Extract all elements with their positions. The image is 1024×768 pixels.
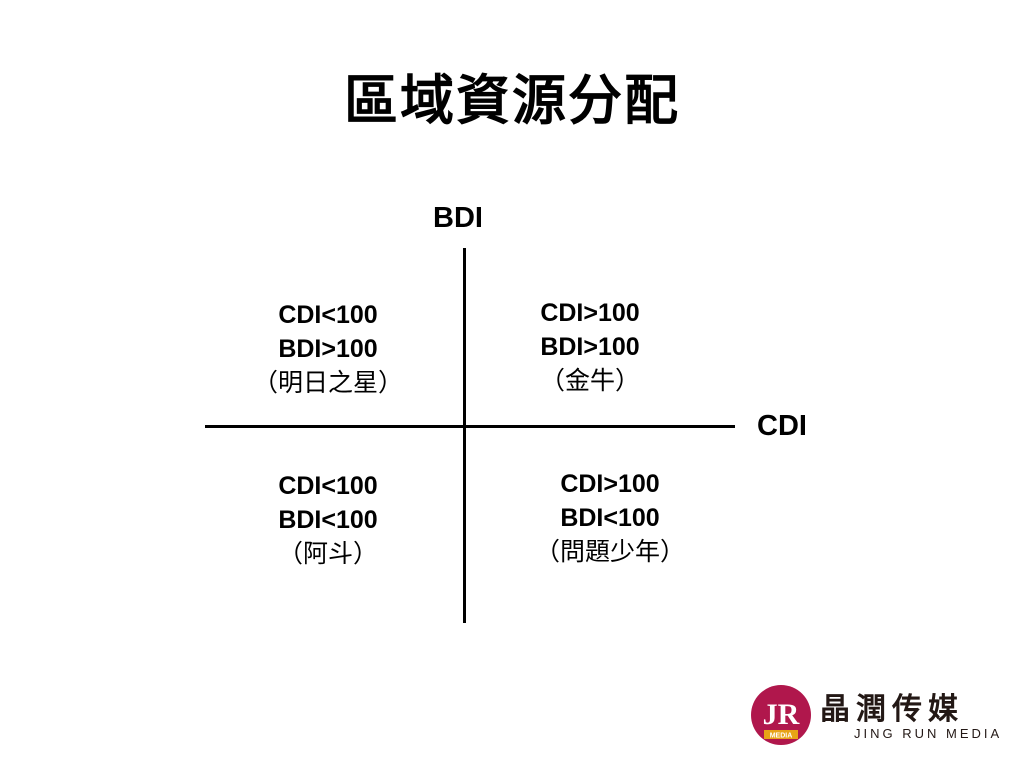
page-title: 區域資源分配 [344,69,680,132]
quadrant-bdi-condition: BDI>100 [540,333,640,361]
company-logo: JR MEDIA 晶潤传媒 JING RUN MEDIA [748,680,1018,750]
vertical-axis-label: BDI [433,202,483,234]
vertical-axis [463,248,466,623]
horizontal-axis-label: CDI [757,410,807,442]
logo-mark-text: JR [763,698,800,731]
quadrant-top-left: CDI<100 BDI>100 （明日之星） [208,298,448,400]
quadrant-bdi-condition: BDI>100 [278,335,378,363]
quadrant-bottom-right: CDI>100 BDI<100 （問題少年） [490,467,730,569]
quadrant-bottom-left: CDI<100 BDI<100 （阿斗） [208,469,448,571]
quadrant-bdi-condition: BDI<100 [560,504,660,532]
quadrant-top-right: CDI>100 BDI>100 （金牛） [470,296,710,398]
quadrant-cdi-condition: CDI>100 [540,299,640,327]
quadrant-cdi-condition: CDI<100 [278,301,378,329]
quadrant-name: （阿斗） [277,539,378,568]
quadrant-name: （問題少年） [534,537,685,566]
quadrant-cdi-condition: CDI>100 [560,470,660,498]
logo-mark-subtext: MEDIA [770,733,793,740]
quadrant-bdi-condition: BDI<100 [278,506,378,534]
quadrant-name: （明日之星） [252,368,403,397]
quadrant-cdi-condition: CDI<100 [278,472,378,500]
quadrant-name: （金牛） [539,366,640,395]
jr-media-logo-icon: JR MEDIA [751,685,811,745]
logo-english-name: JING RUN MEDIA [854,726,1003,741]
logo-chinese-name: 晶潤传媒 [820,692,964,727]
horizontal-axis [205,425,735,428]
